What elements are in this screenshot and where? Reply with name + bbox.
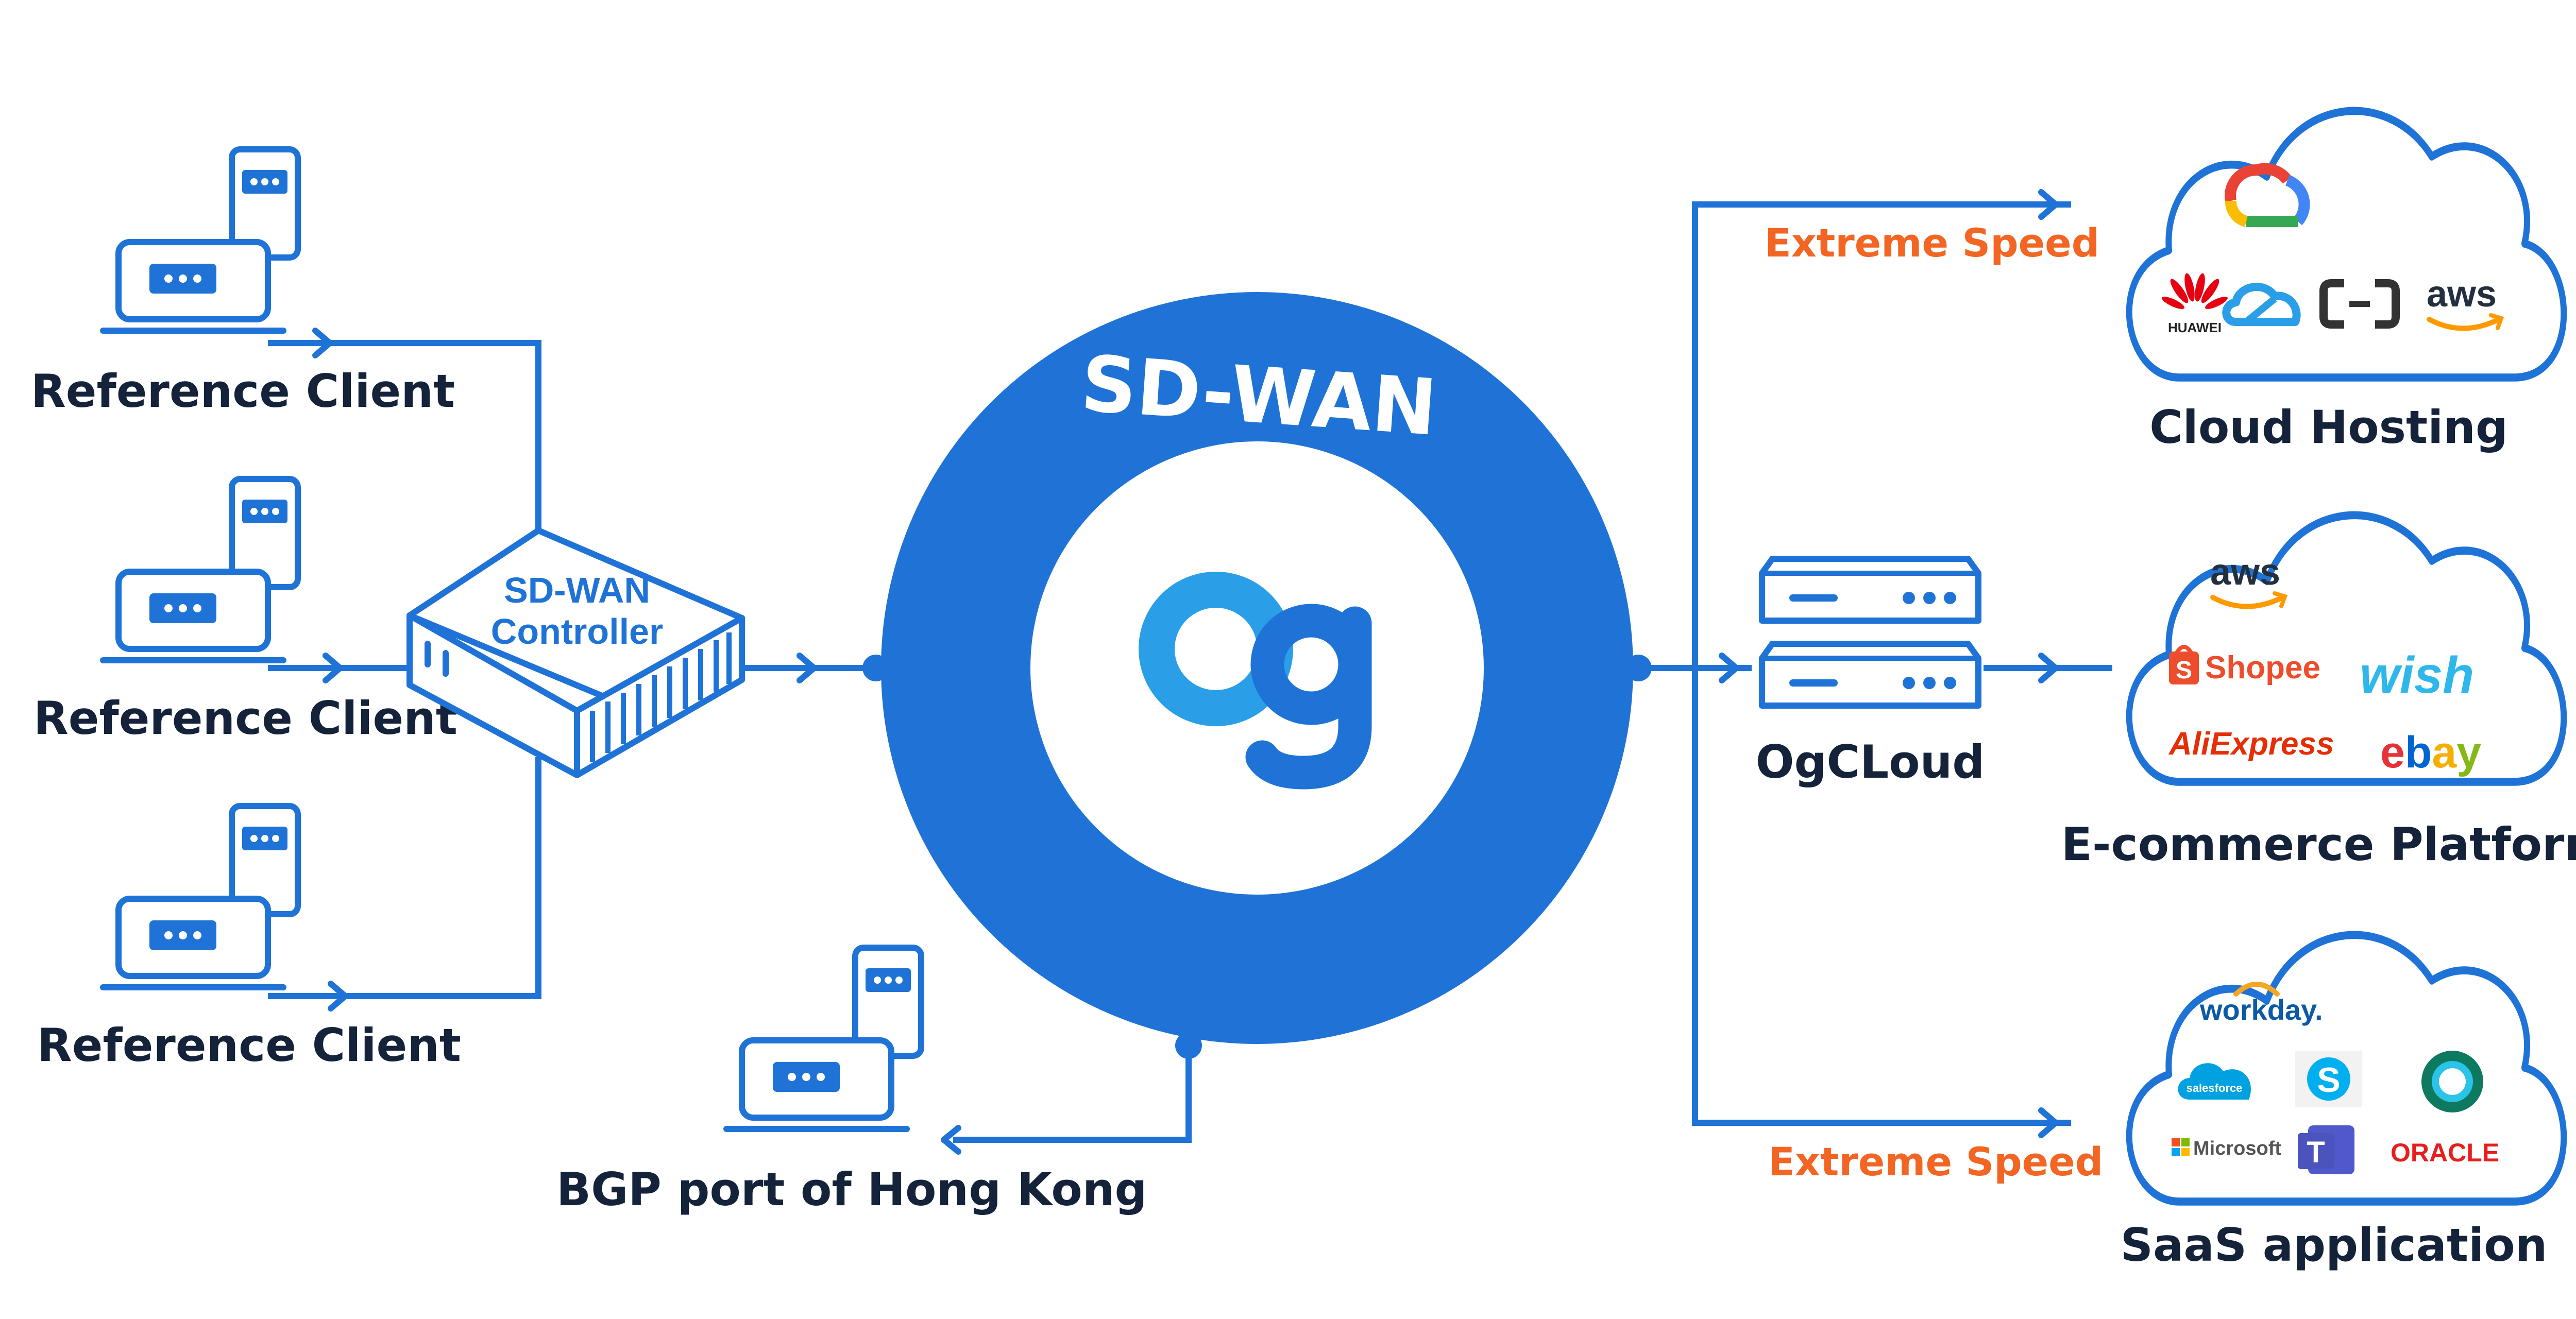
tencent-cloud-icon [2222, 283, 2301, 326]
salesforce-icon: salesforce [2178, 1063, 2251, 1100]
ogcloud-label: OgCLoud [1756, 735, 1985, 789]
reference-client-1: Reference Client [31, 149, 455, 418]
bgp-label: BGP port of Hong Kong [556, 1163, 1147, 1216]
huawei-icon: HUAWEI [2162, 273, 2228, 335]
server-icon [1762, 559, 1978, 621]
ogcloud-server: OgCLoud [1756, 559, 1985, 789]
sdwan-controller: SD-WAN Controller [406, 527, 745, 778]
oracle-wordmark: ORACLE [2391, 1138, 2499, 1167]
connection-node [862, 655, 889, 681]
huawei-wordmark: HUAWEI [2168, 320, 2222, 335]
workday-wordmark: workday. [2199, 993, 2323, 1026]
reference-client-3: Reference Client [37, 806, 461, 1072]
shopee-icon: S Shopee [2169, 645, 2320, 686]
salesforce-wordmark: salesforce [2187, 1082, 2243, 1094]
ecommerce-platform: aws S Shopee wish AliExpress ebay E-comm… [2061, 515, 2576, 871]
connection-lines [268, 201, 2112, 1143]
speed-label-top: Extreme Speed [1765, 220, 2099, 266]
connection-node [1175, 1032, 1202, 1059]
ebay-wordmark: ebay [2380, 728, 2481, 777]
reference-client-label: Reference Client [31, 365, 455, 418]
bgp-port: BGP port of Hong Kong [556, 948, 1147, 1216]
aws-wordmark: aws [2427, 273, 2497, 315]
cloud-hosting-label: Cloud Hosting [2149, 401, 2508, 454]
saas-application: workday. salesforce S Microsoft T ORACLE… [2121, 935, 2564, 1272]
aws-wordmark: aws [2210, 552, 2280, 593]
aliexpress-wordmark: AliExpress [2168, 726, 2334, 762]
reference-client-label: Reference Client [37, 1019, 461, 1072]
connection-node [1625, 655, 1652, 681]
alibaba-cloud-icon [2319, 279, 2400, 329]
server-icon [1762, 644, 1978, 706]
og-logo-icon [1139, 572, 1372, 790]
microsoft-icon: Microsoft [2172, 1138, 2281, 1159]
controller-label-line2: Controller [491, 611, 663, 652]
google-cloud-icon [2225, 163, 2310, 227]
sdwan-ring: SD-WAN [862, 292, 1652, 1059]
wish-wordmark: wish [2360, 646, 2474, 704]
svg-text:T: T [2307, 1136, 2325, 1169]
ecommerce-label: E-commerce Platform [2061, 818, 2576, 871]
workday-icon: workday. [2199, 982, 2323, 1026]
teams-icon: T [2298, 1125, 2354, 1174]
aws-icon: aws [2427, 273, 2504, 331]
reference-client-2: Reference Client [33, 479, 457, 745]
svg-text:ebay: ebay [2380, 728, 2481, 777]
speed-label-bottom: Extreme Speed [1768, 1139, 2103, 1185]
skype-icon: S [2295, 1051, 2362, 1107]
svg-text:S: S [2176, 657, 2192, 684]
cloud-icon [2129, 111, 2564, 378]
saas-label: SaaS application [2121, 1219, 2548, 1272]
aws-icon: aws [2210, 552, 2288, 609]
terminal-icon [103, 479, 298, 660]
reference-client-label: Reference Client [33, 692, 457, 745]
terminal-icon [103, 806, 298, 987]
terminal-icon [726, 948, 921, 1129]
svg-text:S: S [2317, 1060, 2340, 1100]
microsoft-wordmark: Microsoft [2193, 1138, 2281, 1159]
controller-label-line1: SD-WAN [504, 570, 650, 610]
arrowheads [315, 192, 2056, 1155]
webex-icon [2421, 1051, 2483, 1112]
shopee-wordmark: Shopee [2205, 650, 2320, 686]
cloud-hosting: HUAWEI aws Cloud Hosting [2129, 111, 2564, 454]
terminal-icon [103, 149, 298, 331]
